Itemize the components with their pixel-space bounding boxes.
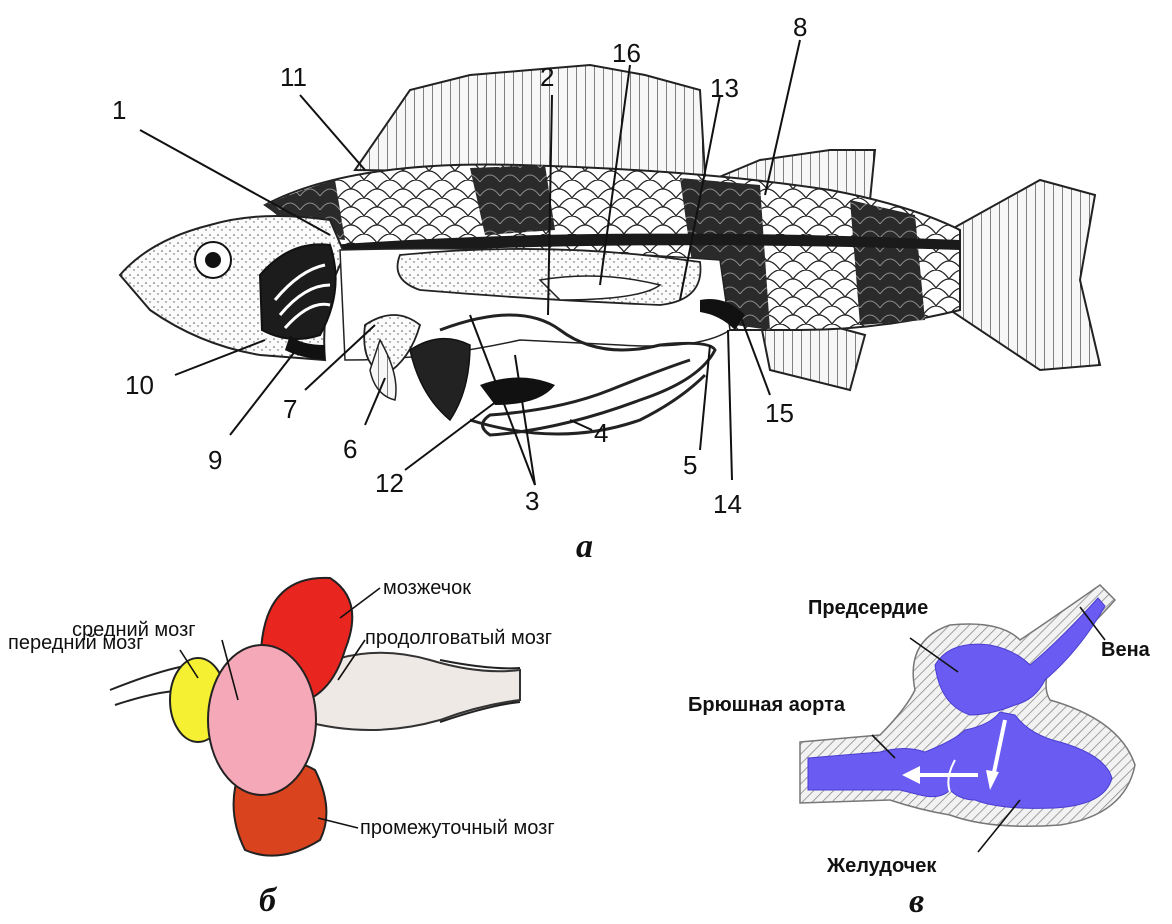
panel-letter-b: б — [259, 884, 276, 918]
fish-label-2: 2 — [540, 64, 554, 90]
fish-label-4: 4 — [594, 420, 608, 446]
midbrain-shape — [208, 645, 316, 795]
panel-letter-c: в — [909, 885, 924, 919]
fish-label-7: 7 — [283, 396, 297, 422]
brain-label-cerebellum: мозжечок — [383, 578, 471, 598]
fish-illustration — [120, 40, 1100, 485]
brain-label-forebrain: передний мозг — [8, 633, 144, 653]
fish-label-6: 6 — [343, 436, 357, 462]
fish-label-10: 10 — [125, 372, 154, 398]
fish-label-16: 16 — [612, 40, 641, 66]
fish-label-9: 9 — [208, 447, 222, 473]
panel-letter-a: а — [576, 530, 593, 564]
fish-label-15: 15 — [765, 400, 794, 426]
fish-label-3: 3 — [525, 488, 539, 514]
fish-label-13: 13 — [710, 75, 739, 101]
heart-illustration — [800, 585, 1135, 852]
heart-label-atrium: Предсердие — [808, 598, 928, 618]
brain-label-diencephalon: промежуточный мозг — [360, 818, 555, 838]
fish-label-1: 1 — [112, 97, 126, 123]
brain-label-medulla: продолговатый мозг — [365, 628, 552, 648]
fish-label-8: 8 — [793, 14, 807, 40]
fish-label-14: 14 — [713, 491, 742, 517]
fish-label-12: 12 — [375, 470, 404, 496]
heart-label-vein: Вена — [1101, 640, 1150, 660]
heart-label-aorta: Брюшная аорта — [688, 695, 845, 715]
fish-dorsal-fin-spiny — [355, 65, 705, 175]
fish-label-5: 5 — [683, 452, 697, 478]
heart-label-ventricle: Желудочек — [827, 856, 936, 876]
fish-label-11: 11 — [280, 64, 307, 90]
fish-tail-fin — [950, 180, 1100, 370]
